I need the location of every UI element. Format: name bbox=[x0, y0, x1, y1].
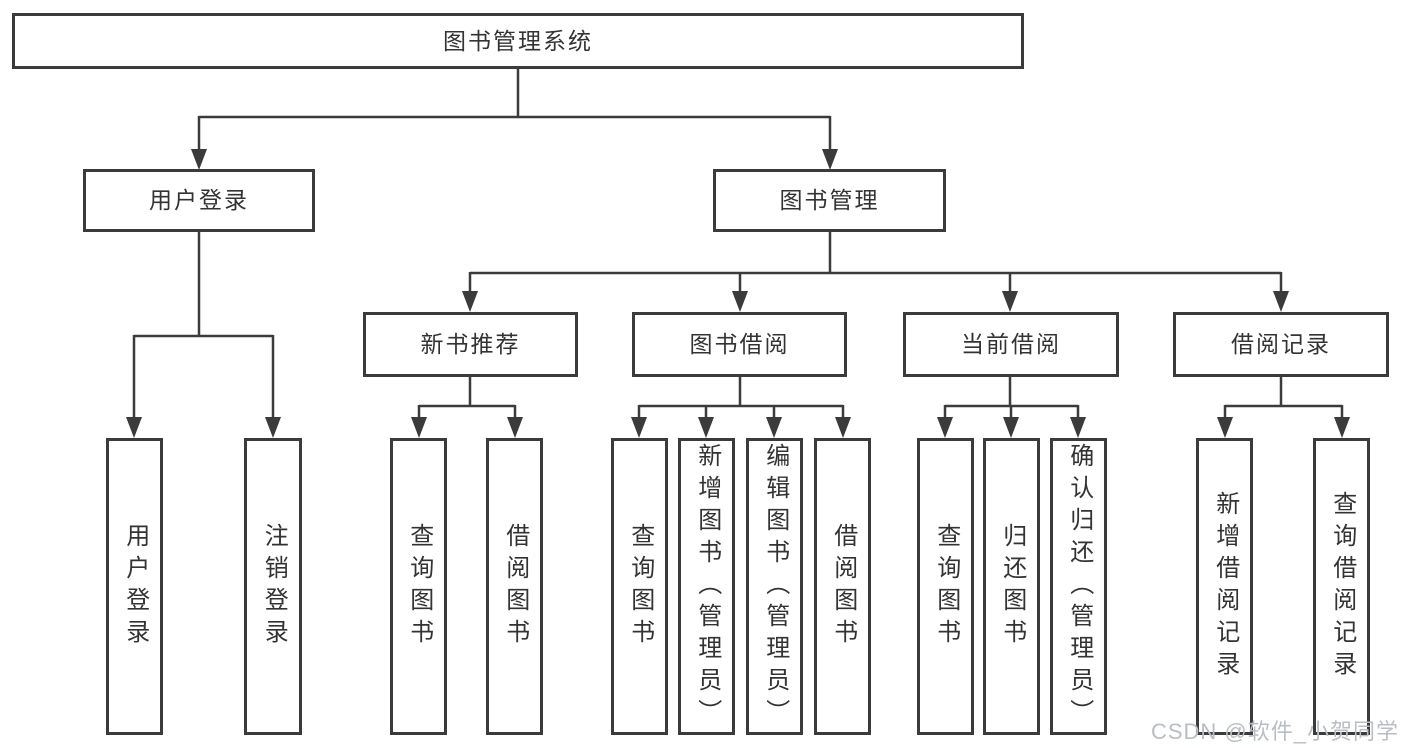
leaf-label: 借阅图书 bbox=[829, 522, 857, 651]
arrow-icon bbox=[191, 149, 207, 170]
leaf-borrow-book: 借阅图书 bbox=[486, 438, 543, 735]
leaf-edit-book-admin: 编辑图书（管理员） bbox=[746, 438, 803, 735]
node-new-book-recommendation: 新书推荐 bbox=[363, 312, 578, 377]
leaf-label: 注销登录 bbox=[260, 522, 288, 651]
arrow-icon bbox=[766, 417, 782, 438]
arrowheads bbox=[126, 149, 1350, 438]
arrow-icon bbox=[698, 417, 714, 438]
node-book-management: 图书管理 bbox=[713, 169, 946, 232]
leaf-query-borrow-record: 查询借阅记录 bbox=[1313, 438, 1370, 735]
leaf-add-book-admin: 新增图书（管理员） bbox=[678, 438, 735, 735]
leaf-label: 归还图书 bbox=[998, 522, 1026, 651]
leaf-add-borrow-record: 新增借阅记录 bbox=[1196, 438, 1253, 735]
node-label: 用户登录 bbox=[149, 187, 249, 213]
leaf-user-login: 用户登录 bbox=[106, 438, 163, 735]
leaf-query-book: 查询图书 bbox=[611, 438, 668, 735]
leaf-query-book: 查询图书 bbox=[390, 438, 447, 735]
arrow-icon bbox=[631, 417, 647, 438]
arrow-icon bbox=[265, 417, 281, 438]
leaf-borrow-book: 借阅图书 bbox=[814, 438, 871, 735]
node-current-borrowing: 当前借阅 bbox=[903, 312, 1119, 377]
leaf-label: 新增借阅记录 bbox=[1211, 490, 1239, 683]
node-label: 借阅记录 bbox=[1231, 331, 1331, 357]
leaf-label: 借阅图书 bbox=[501, 522, 529, 651]
arrow-icon bbox=[835, 417, 851, 438]
leaf-label: 用户登录 bbox=[121, 522, 149, 651]
arrow-icon bbox=[1070, 417, 1086, 438]
node-label: 新书推荐 bbox=[420, 331, 521, 357]
leaf-query-book: 查询图书 bbox=[917, 438, 974, 735]
arrow-icon bbox=[1217, 417, 1233, 438]
watermark: CSDN @软件_小贺同学 bbox=[1150, 719, 1399, 744]
leaf-return-book: 归还图书 bbox=[983, 438, 1040, 735]
leaf-confirm-return-admin: 确认归还（管理员） bbox=[1050, 438, 1107, 735]
arrow-icon bbox=[462, 291, 478, 312]
leaf-label: 查询图书 bbox=[626, 522, 654, 651]
leaf-logout: 注销登录 bbox=[244, 438, 302, 735]
tree-edges bbox=[132, 69, 1344, 420]
arrow-icon bbox=[411, 417, 427, 438]
arrow-icon bbox=[126, 417, 142, 438]
root-node-label: 图书管理系统 bbox=[443, 27, 593, 54]
leaf-label: 查询图书 bbox=[405, 522, 433, 651]
arrow-icon bbox=[507, 417, 523, 438]
arrow-icon bbox=[1334, 417, 1350, 438]
node-label: 图书管理 bbox=[779, 187, 880, 213]
arrow-icon bbox=[822, 149, 838, 170]
leaf-label: 新增图书（管理员） bbox=[693, 442, 721, 731]
leaf-label: 查询借阅记录 bbox=[1328, 490, 1356, 683]
leaf-label: 确认归还（管理员） bbox=[1065, 442, 1093, 731]
arrow-icon bbox=[1002, 291, 1018, 312]
arrow-icon bbox=[1003, 417, 1019, 438]
arrow-icon bbox=[1273, 291, 1289, 312]
arrow-icon bbox=[937, 417, 953, 438]
node-user-login: 用户登录 bbox=[83, 169, 315, 232]
leaf-label: 查询图书 bbox=[932, 522, 960, 651]
node-label: 当前借阅 bbox=[961, 331, 1061, 357]
arrow-icon bbox=[732, 291, 748, 312]
node-book-borrowing: 图书借阅 bbox=[632, 312, 847, 377]
node-label: 图书借阅 bbox=[689, 331, 790, 357]
root-node: 图书管理系统 bbox=[12, 13, 1024, 69]
leaf-label: 编辑图书（管理员） bbox=[761, 442, 789, 731]
node-borrowing-records: 借阅记录 bbox=[1173, 312, 1389, 377]
